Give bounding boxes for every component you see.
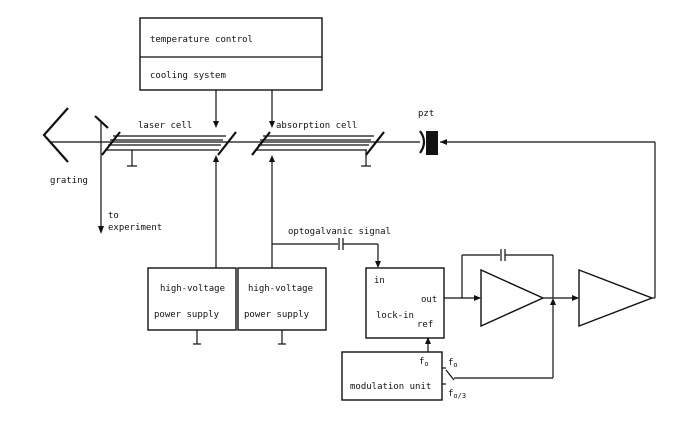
switch-arm <box>445 369 455 381</box>
ref-arrow <box>425 337 431 344</box>
lock-in-out-label: out <box>421 295 437 305</box>
lock-in-in-label: in <box>374 276 385 286</box>
cooling-arrow-laser <box>213 121 219 128</box>
grating-label: grating <box>50 176 88 186</box>
laser-cell-window-right <box>217 131 237 156</box>
hv-supply-1-box <box>147 267 237 331</box>
pzt-mirror <box>419 130 426 154</box>
hv-supply-2-label-line1: high-voltage <box>248 284 313 294</box>
lock-in-output-arrow <box>474 295 481 301</box>
pzt: pzt <box>418 109 447 155</box>
lock-in-box <box>365 267 445 339</box>
switch-f03-label: fo/3 <box>448 389 466 400</box>
hv-amplifier <box>578 268 654 328</box>
integrator-amplifier <box>480 268 545 328</box>
mod-arrow <box>550 298 556 305</box>
lock-in-label: lock-in <box>376 311 414 321</box>
modulation-unit-label: modulation unit <box>350 382 431 392</box>
integrator-output-arrow <box>572 295 579 301</box>
optogalvanic-signal-label: optogalvanic signal <box>288 227 391 237</box>
hv-supply-2: high-voltage power supply <box>237 267 327 345</box>
hv-arrow-absorption-cell <box>269 155 275 162</box>
f0-label: fo <box>419 357 429 368</box>
pzt-actuator <box>426 131 438 155</box>
hv-supply-2-label-line2: power supply <box>244 310 310 320</box>
pzt-label: pzt <box>418 109 434 119</box>
switch-f0-label: fo <box>448 358 458 369</box>
signal-arrow <box>375 261 381 268</box>
absorption-cell: absorption cell <box>251 121 385 167</box>
temperature-cooling-block: temperature control cooling system <box>139 17 323 91</box>
hv-arrow-laser-cell <box>213 155 219 162</box>
laser-cell: laser cell <box>101 121 237 167</box>
hv-supply-1-label-line2: power supply <box>154 310 220 320</box>
absorption-cell-label: absorption cell <box>276 121 357 131</box>
absorption-cell-window-right <box>365 131 385 156</box>
hv-supply-2-box <box>237 267 327 331</box>
modulation-unit: modulation unit fo fo fo/3 <box>341 351 466 401</box>
modulation-unit-box <box>341 351 443 401</box>
cooling-system-label: cooling system <box>150 71 226 81</box>
temperature-control-label: temperature control <box>150 35 253 45</box>
laser-cell-label: laser cell <box>138 121 192 131</box>
lock-in-amplifier: in out lock-in ref <box>365 267 445 339</box>
lock-in-ref-label: ref <box>417 320 433 330</box>
to-experiment-arrow <box>98 226 104 234</box>
cooling-arrow-absorption <box>269 121 275 128</box>
hv-supply-1-label-line1: high-voltage <box>160 284 225 294</box>
experiment-label: experiment <box>108 223 162 233</box>
to-label: to <box>108 211 119 221</box>
grating: grating <box>42 107 109 186</box>
pzt-arrow <box>440 139 447 145</box>
hv-supply-1: high-voltage power supply <box>147 267 237 345</box>
grating-mirror <box>42 107 69 163</box>
temperature-control-box <box>139 17 323 91</box>
